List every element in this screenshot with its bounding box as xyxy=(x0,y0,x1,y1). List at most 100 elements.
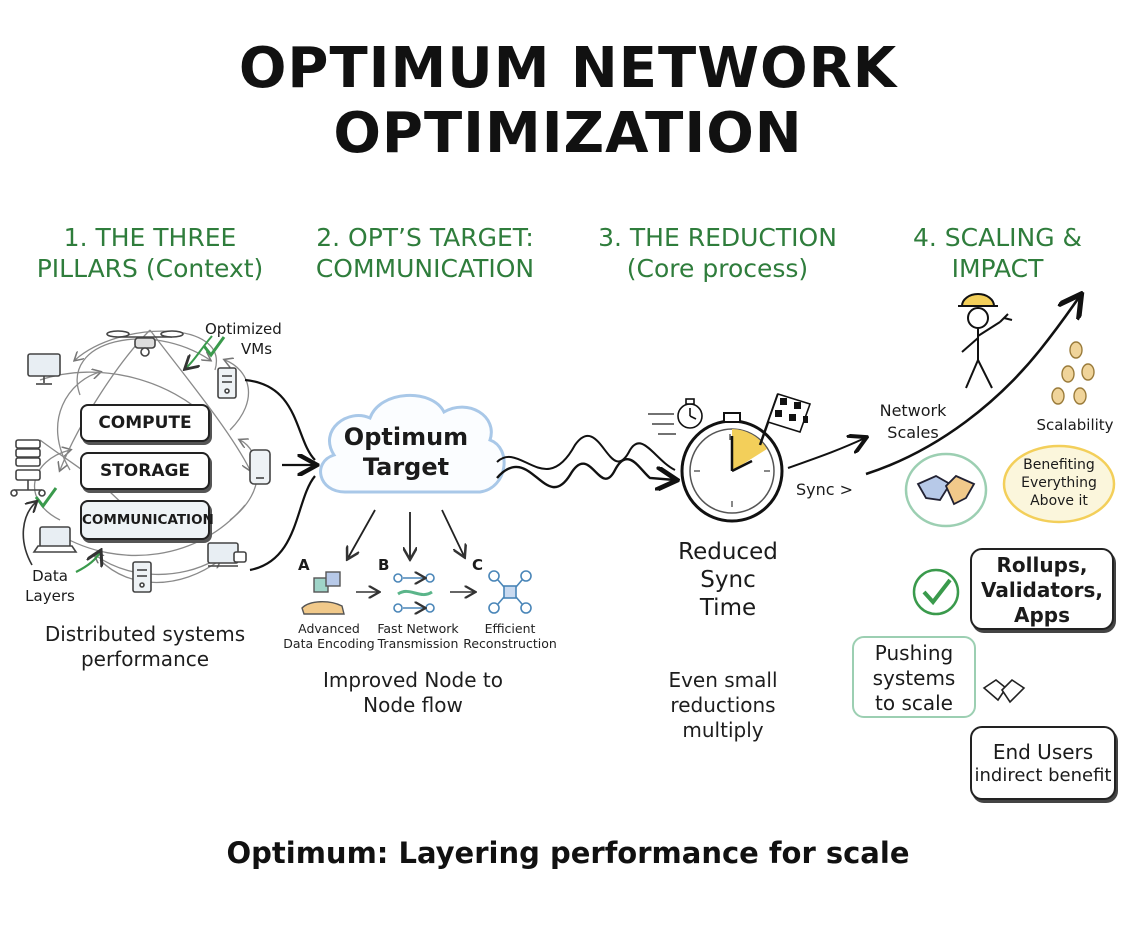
section-heading-line: IMPACT xyxy=(951,254,1044,283)
stopwatch-icon xyxy=(680,412,784,523)
cloud-label-line: Optimum xyxy=(343,423,469,451)
signal-wave xyxy=(496,435,676,471)
target-caption: Improved Node to Node flow xyxy=(300,668,526,718)
step-label-b: Fast Network Transmission xyxy=(374,621,462,651)
data-layers-line: Data xyxy=(32,567,68,585)
phone-icon xyxy=(249,449,271,485)
pillar-communication: COMMUNICATION xyxy=(80,500,214,540)
monitor-icon xyxy=(207,542,247,567)
growth-arrow xyxy=(865,296,1080,476)
check-circle-icon xyxy=(912,568,960,616)
section-heading-scaling: 4. SCALING & IMPACT xyxy=(885,222,1110,284)
rollups-line: Validators, xyxy=(980,578,1104,602)
pillars-caption-line: performance xyxy=(80,647,210,671)
transmission-icon xyxy=(393,574,435,612)
end-users-line: End Users xyxy=(992,740,1094,764)
end-users-line: indirect benefit xyxy=(974,765,1112,786)
data-layers-line: Layers xyxy=(25,587,75,605)
reconstruction-icon xyxy=(488,570,532,614)
check-icon xyxy=(202,336,226,358)
pillar-storage: STORAGE xyxy=(80,452,210,490)
laptop-icon xyxy=(32,526,78,553)
monitor-icon xyxy=(27,353,61,385)
puzzle-hand-icon xyxy=(301,571,345,615)
step-label-c: Efficient Reconstruction xyxy=(462,621,558,651)
page-title: OPTIMUM NETWORK OPTIMIZATION xyxy=(238,36,898,166)
server-icon xyxy=(132,561,152,593)
speed-lines xyxy=(648,413,676,435)
small-stopwatch-icon xyxy=(677,398,703,429)
reduction-caption-line: multiply xyxy=(682,718,764,742)
pushing-line: to scale xyxy=(875,691,953,715)
section-heading-line: 2. OPT’S TARGET: xyxy=(316,223,534,252)
network-scales-line: Network xyxy=(879,401,947,420)
pushing-line: Pushing xyxy=(874,641,954,665)
section-heading-target: 2. OPT’S TARGET: COMMUNICATION xyxy=(290,222,560,284)
step-label-line: Efficient xyxy=(484,621,536,636)
network-node-icon xyxy=(10,469,46,497)
small-handshake-icon xyxy=(982,678,1026,704)
step-label-line: Data Encoding xyxy=(283,636,375,651)
data-layers-green-arrow xyxy=(75,552,100,573)
section-heading-pillars: 1. THE THREE PILLARS (Context) xyxy=(20,222,280,284)
pushing-box: Pushing systems to scale xyxy=(852,636,976,718)
data-layers-label: Data Layers xyxy=(18,566,82,606)
sync-arrow xyxy=(787,438,865,469)
target-to-steps-arrows xyxy=(348,509,464,558)
database-icon xyxy=(15,439,41,467)
step-letter-a: A xyxy=(298,556,310,574)
section-heading-line: (Core process) xyxy=(626,254,809,283)
pillars-caption-line: Distributed systems xyxy=(44,622,246,646)
benefiting-line: Above it xyxy=(1030,493,1088,509)
section-heading-line: 1. THE THREE xyxy=(63,223,237,252)
cloud-label: Optimum Target xyxy=(340,422,472,482)
reduced-sync-line: Time xyxy=(699,595,757,621)
pushing-line: systems xyxy=(872,666,956,690)
coins-icon xyxy=(1051,341,1095,405)
footer-caption: Optimum: Layering performance for scale xyxy=(226,836,910,870)
reduction-caption: Even small reductions multiply xyxy=(645,668,801,743)
reduced-sync-line: Reduced xyxy=(678,539,778,565)
section-heading-line: 4. SCALING & xyxy=(912,223,1083,252)
reduced-sync-line: Sync xyxy=(700,567,756,593)
step-label-line: Reconstruction xyxy=(463,636,557,651)
optimized-vms-line: Optimized xyxy=(205,320,282,338)
pillar-to-target-arrows xyxy=(244,378,315,572)
server-icon xyxy=(217,367,237,399)
step-label-line: Fast Network xyxy=(377,621,459,636)
optimized-vms-arrow xyxy=(186,335,213,368)
optimized-vms-line: VMs xyxy=(241,340,273,358)
step-label-a: Advanced Data Encoding xyxy=(282,621,376,651)
scalability-label: Scalability xyxy=(1036,416,1114,434)
section-heading-line: 3. THE REDUCTION xyxy=(598,223,837,252)
reduction-caption-line: reductions xyxy=(670,693,776,717)
signal-wave xyxy=(496,458,675,487)
cloud-label-line: Target xyxy=(362,453,450,481)
drone-icon xyxy=(106,330,184,357)
rollups-box: Rollups, Validators, Apps xyxy=(970,548,1114,630)
section-heading-line: PILLARS (Context) xyxy=(36,254,264,283)
benefiting-line: Benefiting xyxy=(1023,457,1095,473)
end-users-box: End Users indirect benefit xyxy=(970,726,1116,800)
step-letter-b: B xyxy=(378,556,390,574)
network-scales-label: Network Scales xyxy=(868,400,958,444)
step-label-line: Transmission xyxy=(377,636,459,651)
rollups-line: Apps xyxy=(1013,603,1070,627)
reduced-sync-time: Reduced Sync Time xyxy=(660,538,796,622)
checkered-flag-icon xyxy=(758,393,812,446)
section-heading-line: COMMUNICATION xyxy=(315,254,535,283)
pillars-caption: Distributed systems performance xyxy=(20,622,270,672)
benefiting-label: Benefiting Everything Above it xyxy=(1009,456,1109,510)
step-label-line: Advanced xyxy=(298,621,360,636)
optimized-vms-label: Optimized VMs xyxy=(205,319,315,359)
network-scales-line: Scales xyxy=(887,423,939,442)
step-letter-c: C xyxy=(472,556,484,574)
pillar-compute: COMPUTE xyxy=(80,404,210,442)
data-layers-arrow xyxy=(22,502,36,566)
target-caption-line: Node flow xyxy=(363,693,463,717)
benefiting-line: Everything xyxy=(1021,475,1097,491)
worker-icon xyxy=(958,293,1013,389)
benefiting-badge xyxy=(1002,444,1116,524)
reduction-caption-line: Even small xyxy=(668,668,778,692)
